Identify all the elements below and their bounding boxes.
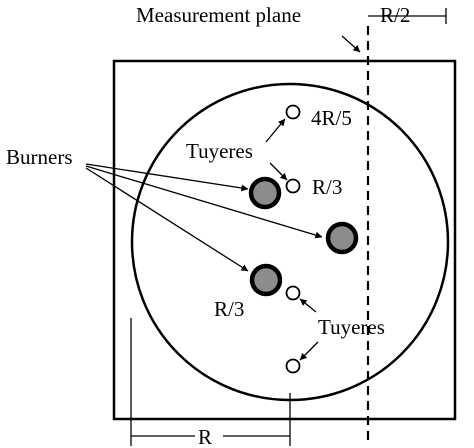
tuyere-4r5 — [285, 104, 301, 120]
tuyere-bottom — [285, 358, 301, 374]
tuyere-4r5-label: 4R/5 — [311, 106, 352, 130]
burner-right — [325, 221, 359, 255]
measurement-plane-pointer — [341, 35, 361, 53]
tuyere-r3-lower — [285, 285, 301, 301]
burner-upper-left — [248, 176, 282, 210]
tuyeres-top-label: Tuyeres — [186, 139, 253, 163]
tuyeres-bottom-label: Tuyeres — [318, 315, 385, 339]
burner-lower-left — [249, 263, 283, 297]
tuyeres-bottom-arrow-to-upper — [299, 298, 317, 313]
furnace-circle-outline — [130, 82, 450, 402]
burners-arrow-to-lower — [85, 167, 249, 272]
tuyere-r3-upper — [285, 178, 301, 194]
tuyeres-top-arrow-to-4r5 — [265, 118, 286, 143]
measurement-plane-label: Measurement plane — [136, 3, 301, 27]
furnace-square-outline — [112, 59, 457, 421]
tuyeres-top-arrow-to-r3 — [269, 162, 288, 181]
radius-label: R — [198, 425, 212, 448]
burners-arrow-to-upper — [85, 163, 249, 192]
tuyere-r3-upper-label: R/3 — [312, 175, 342, 199]
tuyeres-bottom-arrow-to-lower — [299, 341, 319, 361]
burners-arrow-to-right — [85, 165, 323, 239]
r-half-label: R/2 — [380, 3, 410, 27]
burners-label: Burners — [6, 145, 73, 169]
burner-r3-lower-label: R/3 — [214, 297, 244, 321]
r-label-background — [195, 422, 223, 446]
